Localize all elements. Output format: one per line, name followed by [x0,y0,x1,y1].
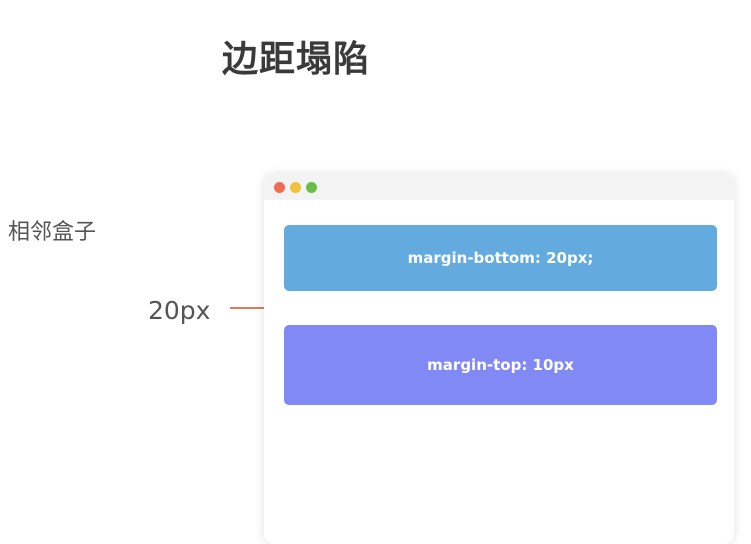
gap-size-label: 20px [148,296,211,325]
adjacent-boxes-label: 相邻盒子 [8,220,97,245]
close-dot-icon [274,181,285,193]
margin-top-box: margin-top: 10px [284,325,717,405]
margin-bottom-box: margin-bottom: 20px; [284,225,717,291]
maximize-dot-icon [306,181,317,193]
page-title: 边距塌陷 [222,39,371,80]
margin-top-box-label: margin-top: 10px [427,356,574,374]
browser-window: margin-bottom: 20px; margin-top: 10px [264,174,734,544]
margin-bottom-box-label: margin-bottom: 20px; [407,249,594,267]
window-titlebar [264,174,734,200]
minimize-dot-icon [290,181,301,193]
